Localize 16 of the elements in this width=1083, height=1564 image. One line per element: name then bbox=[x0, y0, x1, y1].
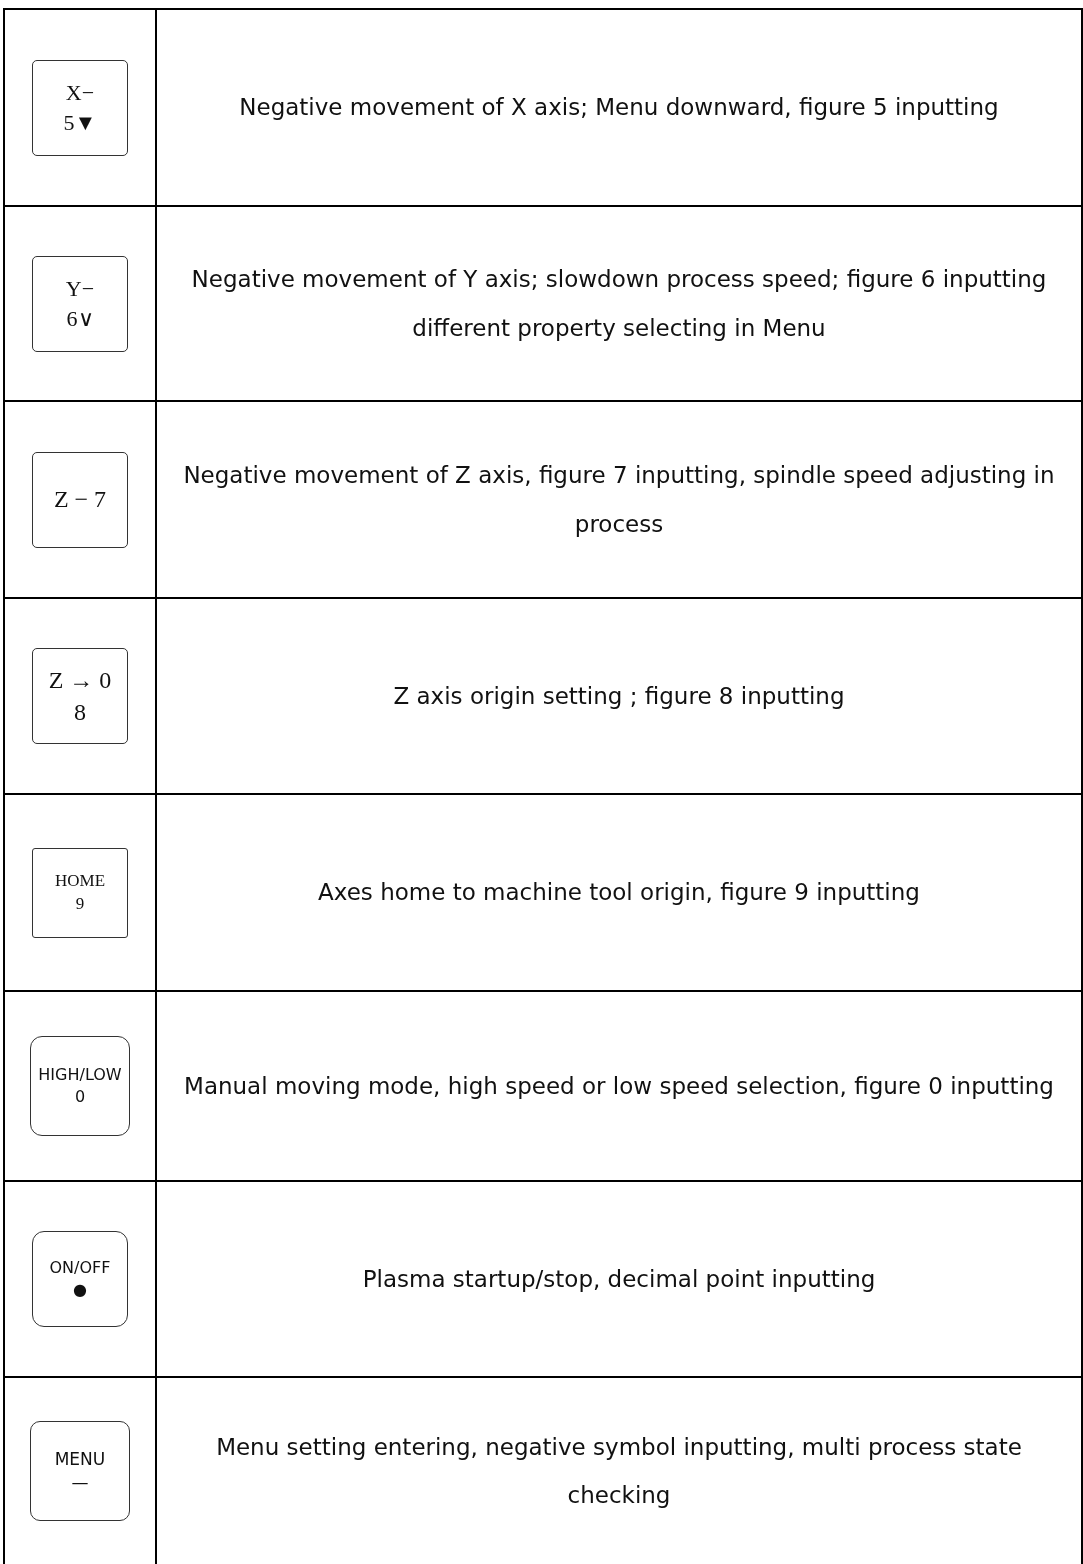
keyboard-key: X− 5▼ bbox=[32, 59, 128, 156]
description-text: Negative movement of X axis; Menu downward, figure 5 inputting bbox=[238, 93, 1000, 123]
description-text: Negative movement of Y axis; slowdown process speed; figure 6 inputting different property selecting in Menu bbox=[190, 265, 1048, 343]
description-text: Manual moving mode, high speed or low speed selection, figure 0 inputting bbox=[183, 1071, 1055, 1101]
description-text: Menu setting entering, negative symbol inputting, multi process state checking bbox=[215, 1432, 1023, 1510]
description-text: Plasma startup/stop, decimal point inputting bbox=[361, 1264, 877, 1294]
keyboard-key: ON/OFF ● bbox=[32, 1231, 128, 1327]
keyboard-key: HIGH/LOW 0 bbox=[30, 1036, 130, 1136]
keyboard-key: HOME 9 bbox=[32, 847, 128, 938]
keyboard-key: MENU — bbox=[30, 1421, 130, 1521]
description-text: Axes home to machine tool origin, figure 9 inputting bbox=[317, 878, 921, 908]
keyboard-key: Y− 6∨ bbox=[32, 255, 128, 352]
description-text: Z axis origin setting ; figure 8 inputting bbox=[392, 681, 846, 711]
keyboard-key: Z − 7 bbox=[32, 451, 128, 548]
description-text: Negative movement of Z axis, figure 7 inputting, spindle speed adjusting in process bbox=[182, 461, 1056, 539]
keyboard-key: Z → 0 8 bbox=[32, 648, 128, 744]
